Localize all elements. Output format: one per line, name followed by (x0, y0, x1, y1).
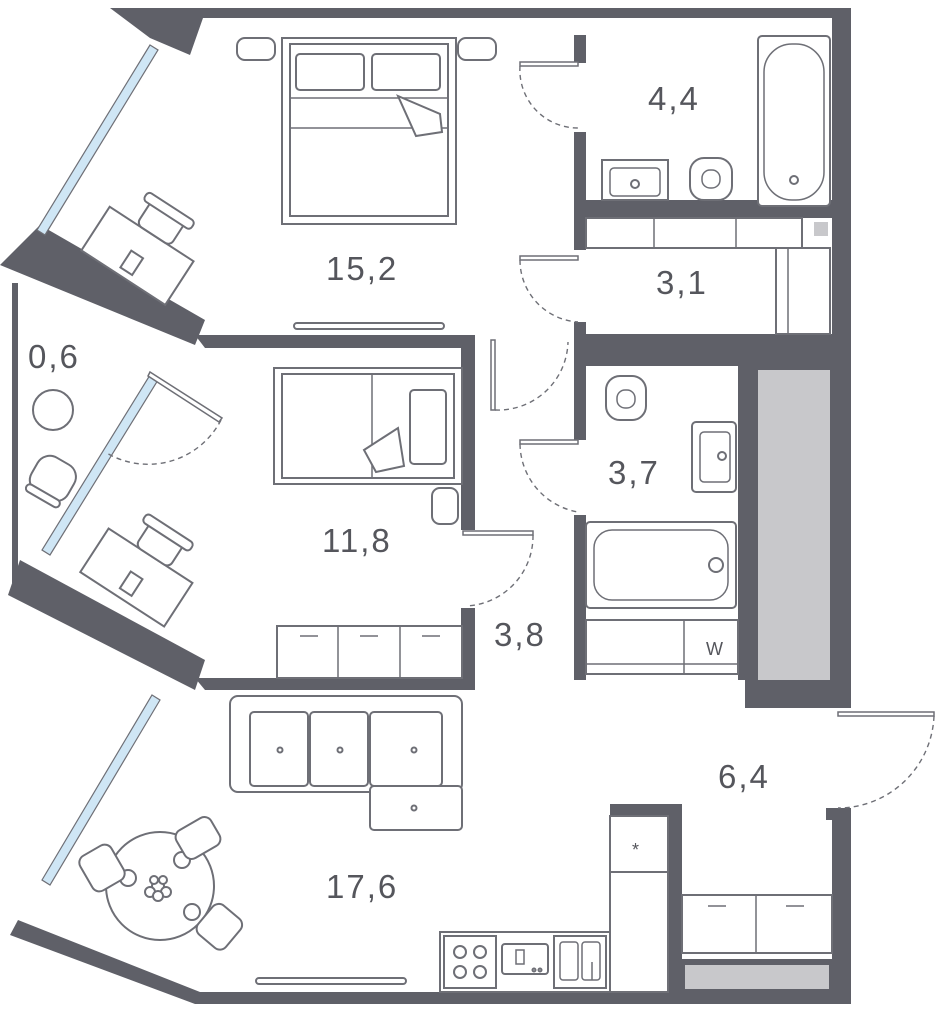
door-bedroom2-lower-leaf (462, 530, 534, 536)
dressing-furniture (585, 217, 831, 335)
wall-bedroom2-right-low (461, 608, 475, 690)
wall-bath1-left (574, 35, 586, 63)
tv-living (255, 977, 407, 985)
dining-chair-2 (174, 816, 222, 860)
door-bath2-leaf (519, 439, 579, 445)
blanket-fold (396, 94, 444, 138)
desk-bedroom2 (78, 513, 194, 628)
balcony-edge (12, 283, 18, 583)
nightstand-bed2 (431, 487, 459, 525)
balcony-chair (24, 454, 77, 509)
balcony-table (32, 389, 74, 431)
bathtub-2 (585, 521, 737, 609)
wall-bedrooms (195, 335, 475, 348)
area-bathroom-2: 3,7 (608, 454, 660, 491)
area-bathroom-1: 4,4 (648, 80, 700, 117)
living-furniture (78, 695, 463, 985)
wall-left-upper-pier (0, 225, 205, 345)
wall-kitchen-right (668, 804, 682, 992)
pillow-left (295, 53, 365, 91)
wall-right-lower (832, 808, 851, 1004)
door-entrance-swing (837, 715, 935, 809)
wardrobe-hall (681, 894, 833, 954)
desk-bedroom1 (79, 191, 195, 307)
window-living (41, 694, 161, 886)
hall-furniture (681, 894, 833, 954)
wall-left-mid-pier (8, 560, 205, 690)
oven (501, 943, 549, 975)
door-balcony-swing (104, 419, 222, 465)
wardrobe-bedroom2 (276, 625, 463, 679)
bathtub-1 (757, 35, 831, 207)
area-dressing: 3,1 (656, 264, 708, 301)
ventilation-shaft (758, 370, 830, 683)
wardrobe-dressing-side (775, 247, 831, 335)
area-living-kitchen: 17,6 (326, 868, 398, 905)
wardrobe-dressing (585, 217, 803, 249)
hob (443, 935, 497, 989)
pillow-right (371, 53, 441, 91)
bathroom1-fixtures (601, 35, 831, 207)
fridge-label: * (632, 840, 639, 860)
door-bath1-leaf (519, 61, 579, 67)
bedroom2-furniture (78, 367, 463, 679)
sofa-seat-3 (369, 711, 443, 787)
door-bedroom2-leaf (490, 339, 496, 411)
door-bedroom2-swing (494, 341, 569, 411)
sink-bath2 (691, 421, 737, 493)
kitchen-fixtures: * (439, 815, 669, 993)
room-labels: 15,2 4,4 3,1 0,6 11,8 3,8 3,7 6,4 17,6 (28, 80, 770, 905)
toilet-bath1 (689, 157, 733, 201)
area-hall: 6,4 (718, 758, 770, 795)
door-bath2-swing (519, 443, 579, 513)
nightstand-right (457, 37, 497, 61)
kitchen-cabinet (609, 871, 669, 993)
wall-hall-top (745, 680, 851, 708)
bed2-pillow (409, 389, 447, 465)
flower-vase-icon (144, 875, 172, 902)
door-dressing-leaf (519, 255, 579, 261)
riser (814, 222, 828, 236)
area-corridor: 3,8 (494, 616, 546, 653)
toilet-bath2 (605, 375, 647, 421)
wall-top (110, 8, 851, 55)
tv-bedroom1 (293, 322, 445, 330)
doors (104, 61, 935, 809)
door-balcony-leaf (147, 370, 224, 424)
dining-chair-1 (78, 843, 126, 893)
wall-kitchen-top (610, 804, 682, 816)
washer-label: W (706, 639, 723, 659)
bathroom2-fixtures: W (585, 375, 739, 675)
wall-bath1-left-low (574, 132, 586, 250)
bedroom1-furniture (79, 37, 497, 330)
wall-dressing-bottom (574, 334, 832, 366)
nightstand-left (236, 37, 276, 61)
washer-cabinet (585, 619, 739, 675)
door-bath1-swing (519, 65, 579, 129)
door-entrance-leaf (837, 711, 935, 717)
wardrobe-shaft (679, 959, 835, 995)
area-bedroom-2: 11,8 (322, 522, 392, 559)
balcony-furniture (24, 389, 77, 509)
window-bedroom1 (36, 44, 159, 236)
area-balcony: 0,6 (28, 338, 80, 375)
dining-chair-3 (195, 902, 244, 951)
bed2-blanket-fold (362, 426, 406, 474)
walls (0, 8, 851, 1004)
door-bedroom2-lower-swing (465, 534, 534, 607)
wall-hall-right-stub (826, 808, 836, 820)
wall-bedroom2-right (461, 335, 475, 530)
door-dressing-swing (519, 259, 579, 323)
area-bedroom-1: 15,2 (326, 250, 398, 287)
wall-right (832, 8, 851, 708)
wall-bedroom2-living (195, 678, 475, 690)
wall-bath2-left (574, 366, 586, 440)
wall-bath2-left-low (574, 515, 586, 680)
wall-bottom (10, 920, 851, 1004)
